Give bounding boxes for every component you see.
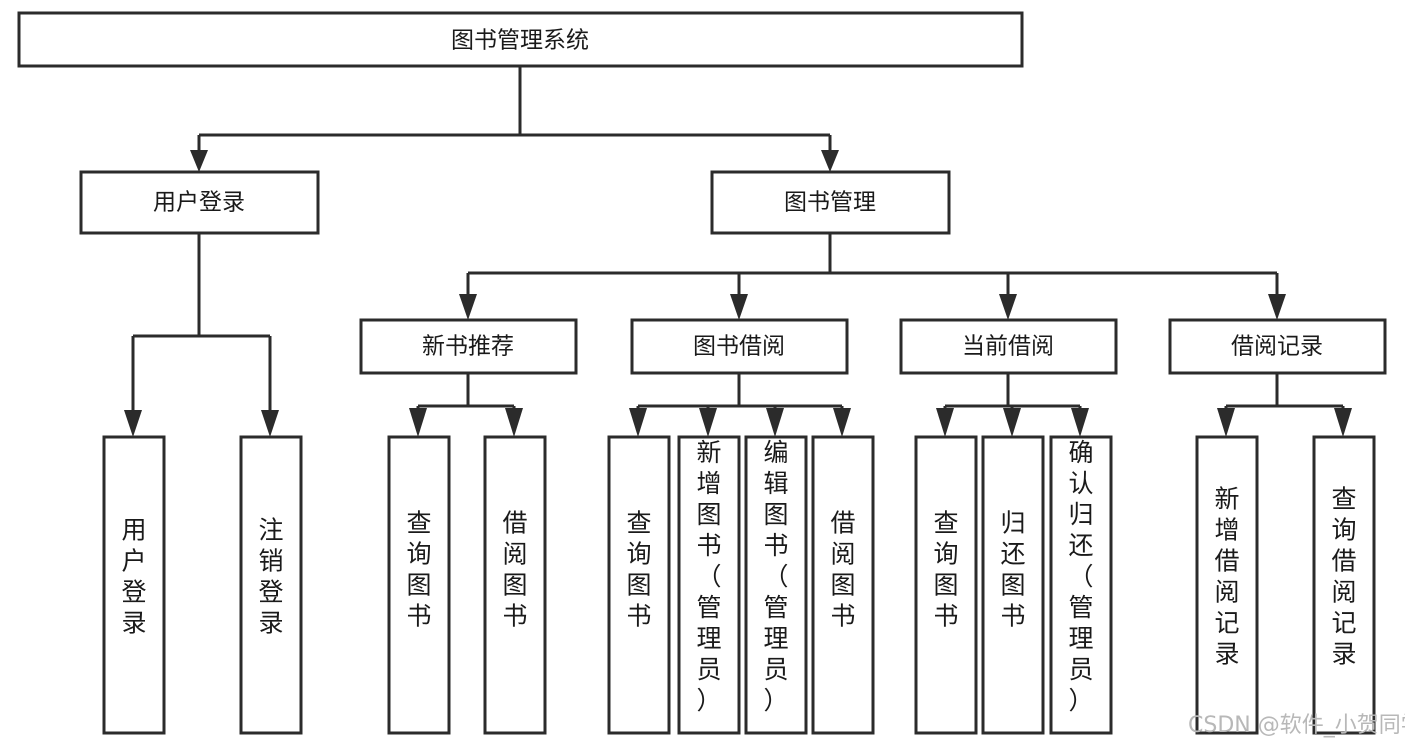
watermark-label: CSDN @软件_小贺同学 [1188, 713, 1405, 738]
leaf-edit-book[interactable]: 编辑图书（管理员） [744, 435, 808, 735]
leaf-logout-box[interactable] [239, 435, 303, 735]
leaf-add-book-label: 新增图书（管理员） [696, 438, 721, 715]
node-user-login[interactable]: 用户登录 [79, 170, 320, 235]
leaf-add-book-box[interactable] [677, 435, 741, 735]
leaf-return-book[interactable]: 归还图书 [981, 435, 1045, 735]
leaf-query-book-2[interactable]: 查询图书 [607, 435, 671, 735]
arrowhead-book-borrow [730, 294, 748, 320]
arrowhead-leaf-return-book [1003, 408, 1021, 437]
arrowhead-leaf-edit-book [766, 408, 784, 437]
arrowhead-leaf-add-book [699, 408, 717, 437]
leaf-query-book-2-label: 查询图书 [626, 509, 651, 631]
leaf-query-book-3[interactable]: 查询图书 [914, 435, 978, 735]
arrowhead-leaf-borrow-book-2 [833, 408, 851, 437]
leaf-confirm-return-box[interactable] [1049, 435, 1113, 735]
leaf-add-record-box[interactable] [1195, 435, 1259, 735]
leaf-confirm-return[interactable]: 确认归还（管理员） [1049, 435, 1113, 735]
node-borrow-record[interactable]: 借阅记录 [1168, 318, 1387, 375]
node-new-book-rec-label: 新书推荐 [422, 334, 514, 360]
leaf-logout-label: 注销登录 [258, 516, 283, 638]
leaf-borrow-book-2[interactable]: 借阅图书 [811, 435, 875, 735]
leaf-edit-book-box[interactable] [744, 435, 808, 735]
leaf-return-book-box[interactable] [981, 435, 1045, 735]
node-root-box[interactable] [17, 11, 1024, 68]
leaf-edit-book-label: 编辑图书（管理员） [763, 438, 788, 715]
arrowhead-leaf-query-book-3 [936, 408, 954, 437]
node-root[interactable]: 图书管理系统 [17, 11, 1024, 68]
leaf-query-book-1[interactable]: 查询图书 [387, 435, 451, 735]
arrowhead-current-borrow [999, 294, 1017, 320]
leaf-query-book-1-label: 查询图书 [406, 509, 431, 631]
leaf-query-book-3-box[interactable] [914, 435, 978, 735]
leaf-user-login[interactable]: 用户登录 [102, 435, 166, 735]
leaf-return-book-label: 归还图书 [1000, 509, 1025, 631]
leaf-query-book-1-box[interactable] [387, 435, 451, 735]
arrowhead-leaf-query-record [1334, 408, 1352, 437]
leaf-query-book-2-box[interactable] [607, 435, 671, 735]
arrowhead-leaf-query-book-1 [409, 408, 427, 437]
arrowhead-user-login [190, 150, 208, 172]
leaf-borrow-book-1-box[interactable] [483, 435, 547, 735]
node-book-manage[interactable]: 图书管理 [710, 170, 951, 235]
node-book-manage-box[interactable] [710, 170, 951, 235]
node-current-borrow-box[interactable] [899, 318, 1118, 375]
node-current-borrow[interactable]: 当前借阅 [899, 318, 1118, 375]
leaf-add-record-label: 新增借阅记录 [1214, 485, 1239, 669]
arrowhead-new-book-rec [459, 294, 477, 320]
leaf-borrow-book-2-label: 借阅图书 [830, 509, 855, 631]
arrowhead-leaf-add-record [1217, 408, 1235, 437]
node-new-book-rec[interactable]: 新书推荐 [359, 318, 578, 375]
node-book-manage-label: 图书管理 [784, 190, 876, 216]
node-borrow-record-box[interactable] [1168, 318, 1387, 375]
leaf-logout[interactable]: 注销登录 [239, 435, 303, 735]
node-user-login-label: 用户登录 [153, 190, 245, 216]
node-borrow-record-label: 借阅记录 [1231, 334, 1323, 360]
arrowhead-leaf-logout [261, 410, 279, 437]
leaf-query-book-3-label: 查询图书 [933, 509, 958, 631]
leaf-user-login-label: 用户登录 [121, 516, 146, 638]
node-current-borrow-label: 当前借阅 [962, 334, 1054, 360]
node-user-login-box[interactable] [79, 170, 320, 235]
leaf-borrow-book-2-box[interactable] [811, 435, 875, 735]
arrowhead-leaf-borrow-book-1 [505, 408, 523, 437]
arrowhead-borrow-record [1268, 294, 1286, 320]
node-book-borrow-label: 图书借阅 [693, 334, 785, 360]
leaf-confirm-return-label: 确认归还（管理员） [1068, 438, 1093, 715]
leaf-borrow-book-1[interactable]: 借阅图书 [483, 435, 547, 735]
leaf-query-record[interactable]: 查询借阅记录 [1312, 435, 1376, 735]
arrowhead-book-manage [821, 150, 839, 172]
leaf-query-record-box[interactable] [1312, 435, 1376, 735]
arrowhead-leaf-confirm-return [1071, 408, 1089, 437]
leaf-user-login-box[interactable] [102, 435, 166, 735]
arrowhead-leaf-user-login [124, 410, 142, 437]
leaf-add-record[interactable]: 新增借阅记录 [1195, 435, 1259, 735]
node-new-book-rec-box[interactable] [359, 318, 578, 375]
arrowhead-leaf-query-book-2 [629, 408, 647, 437]
node-book-borrow-box[interactable] [630, 318, 849, 375]
node-book-borrow[interactable]: 图书借阅 [630, 318, 849, 375]
leaf-add-book[interactable]: 新增图书（管理员） [677, 435, 741, 735]
leaf-query-record-label: 查询借阅记录 [1331, 485, 1356, 669]
leaf-borrow-book-1-label: 借阅图书 [502, 509, 527, 631]
node-root-label: 图书管理系统 [451, 28, 589, 54]
connector-layer [124, 66, 1352, 437]
